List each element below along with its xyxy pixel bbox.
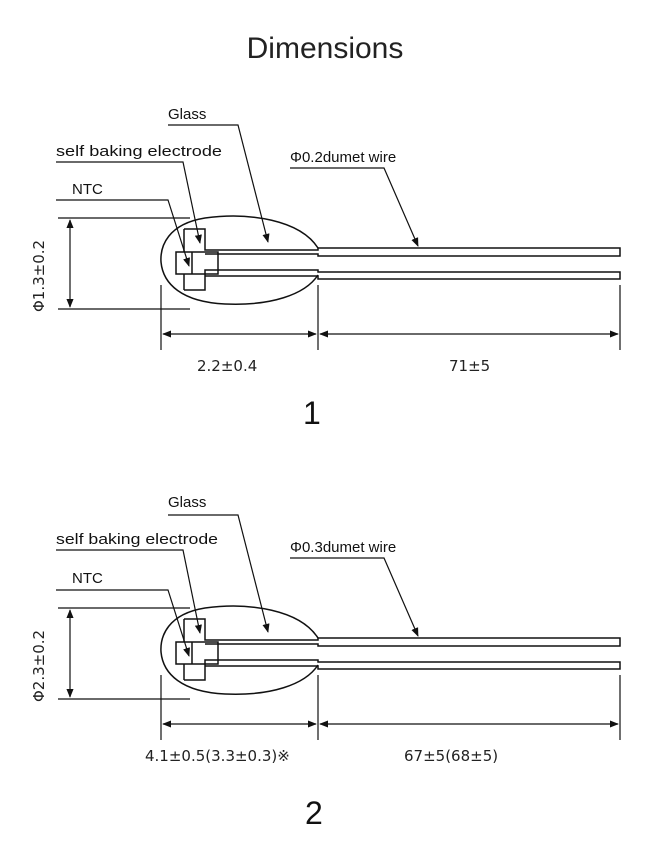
wire-label: Φ0.2dumet wire	[290, 149, 396, 166]
ntc-chip	[175, 251, 219, 275]
glass-leader	[168, 124, 270, 243]
figure-1: Glass self baking electrode NTC Φ0.2dume…	[30, 106, 621, 431]
electrode-leader	[56, 161, 202, 244]
lead-wires	[184, 618, 621, 681]
glass-envelope	[160, 215, 319, 305]
glass-label: Glass	[168, 494, 206, 511]
ntc-chip	[175, 641, 219, 665]
figure-number: 2	[305, 795, 323, 831]
glass-leader	[168, 514, 270, 633]
diameter-label: Φ1.3±0.2	[30, 240, 48, 312]
wire-label: Φ0.3dumet wire	[290, 539, 396, 556]
page-title: Dimensions	[246, 32, 404, 65]
lead-wires	[184, 228, 621, 291]
lead-length-label: 67±5(68±5)	[404, 747, 498, 765]
ntc-label: NTC	[72, 570, 103, 587]
glass-label: Glass	[168, 106, 206, 123]
lead-length-label: 71±5	[449, 357, 490, 375]
ntc-leader	[56, 589, 190, 657]
body-length-label: 2.2±0.4	[197, 357, 257, 375]
electrode-label: self baking electrode	[56, 531, 218, 548]
electrode-label: self baking electrode	[56, 143, 222, 160]
ntc-leader	[56, 199, 190, 267]
glass-envelope	[160, 605, 319, 695]
body-length-label: 4.1±0.5(3.3±0.3)※	[145, 747, 290, 765]
diameter-label: Φ2.3±0.2	[30, 630, 48, 702]
wire-leader	[290, 557, 419, 637]
wire-leader	[290, 167, 419, 247]
figure-2: Glass self baking electrode NTC Φ0.3dume…	[30, 494, 621, 831]
ntc-label: NTC	[72, 181, 103, 198]
figure-number: 1	[303, 395, 321, 431]
electrode-leader	[56, 549, 202, 634]
